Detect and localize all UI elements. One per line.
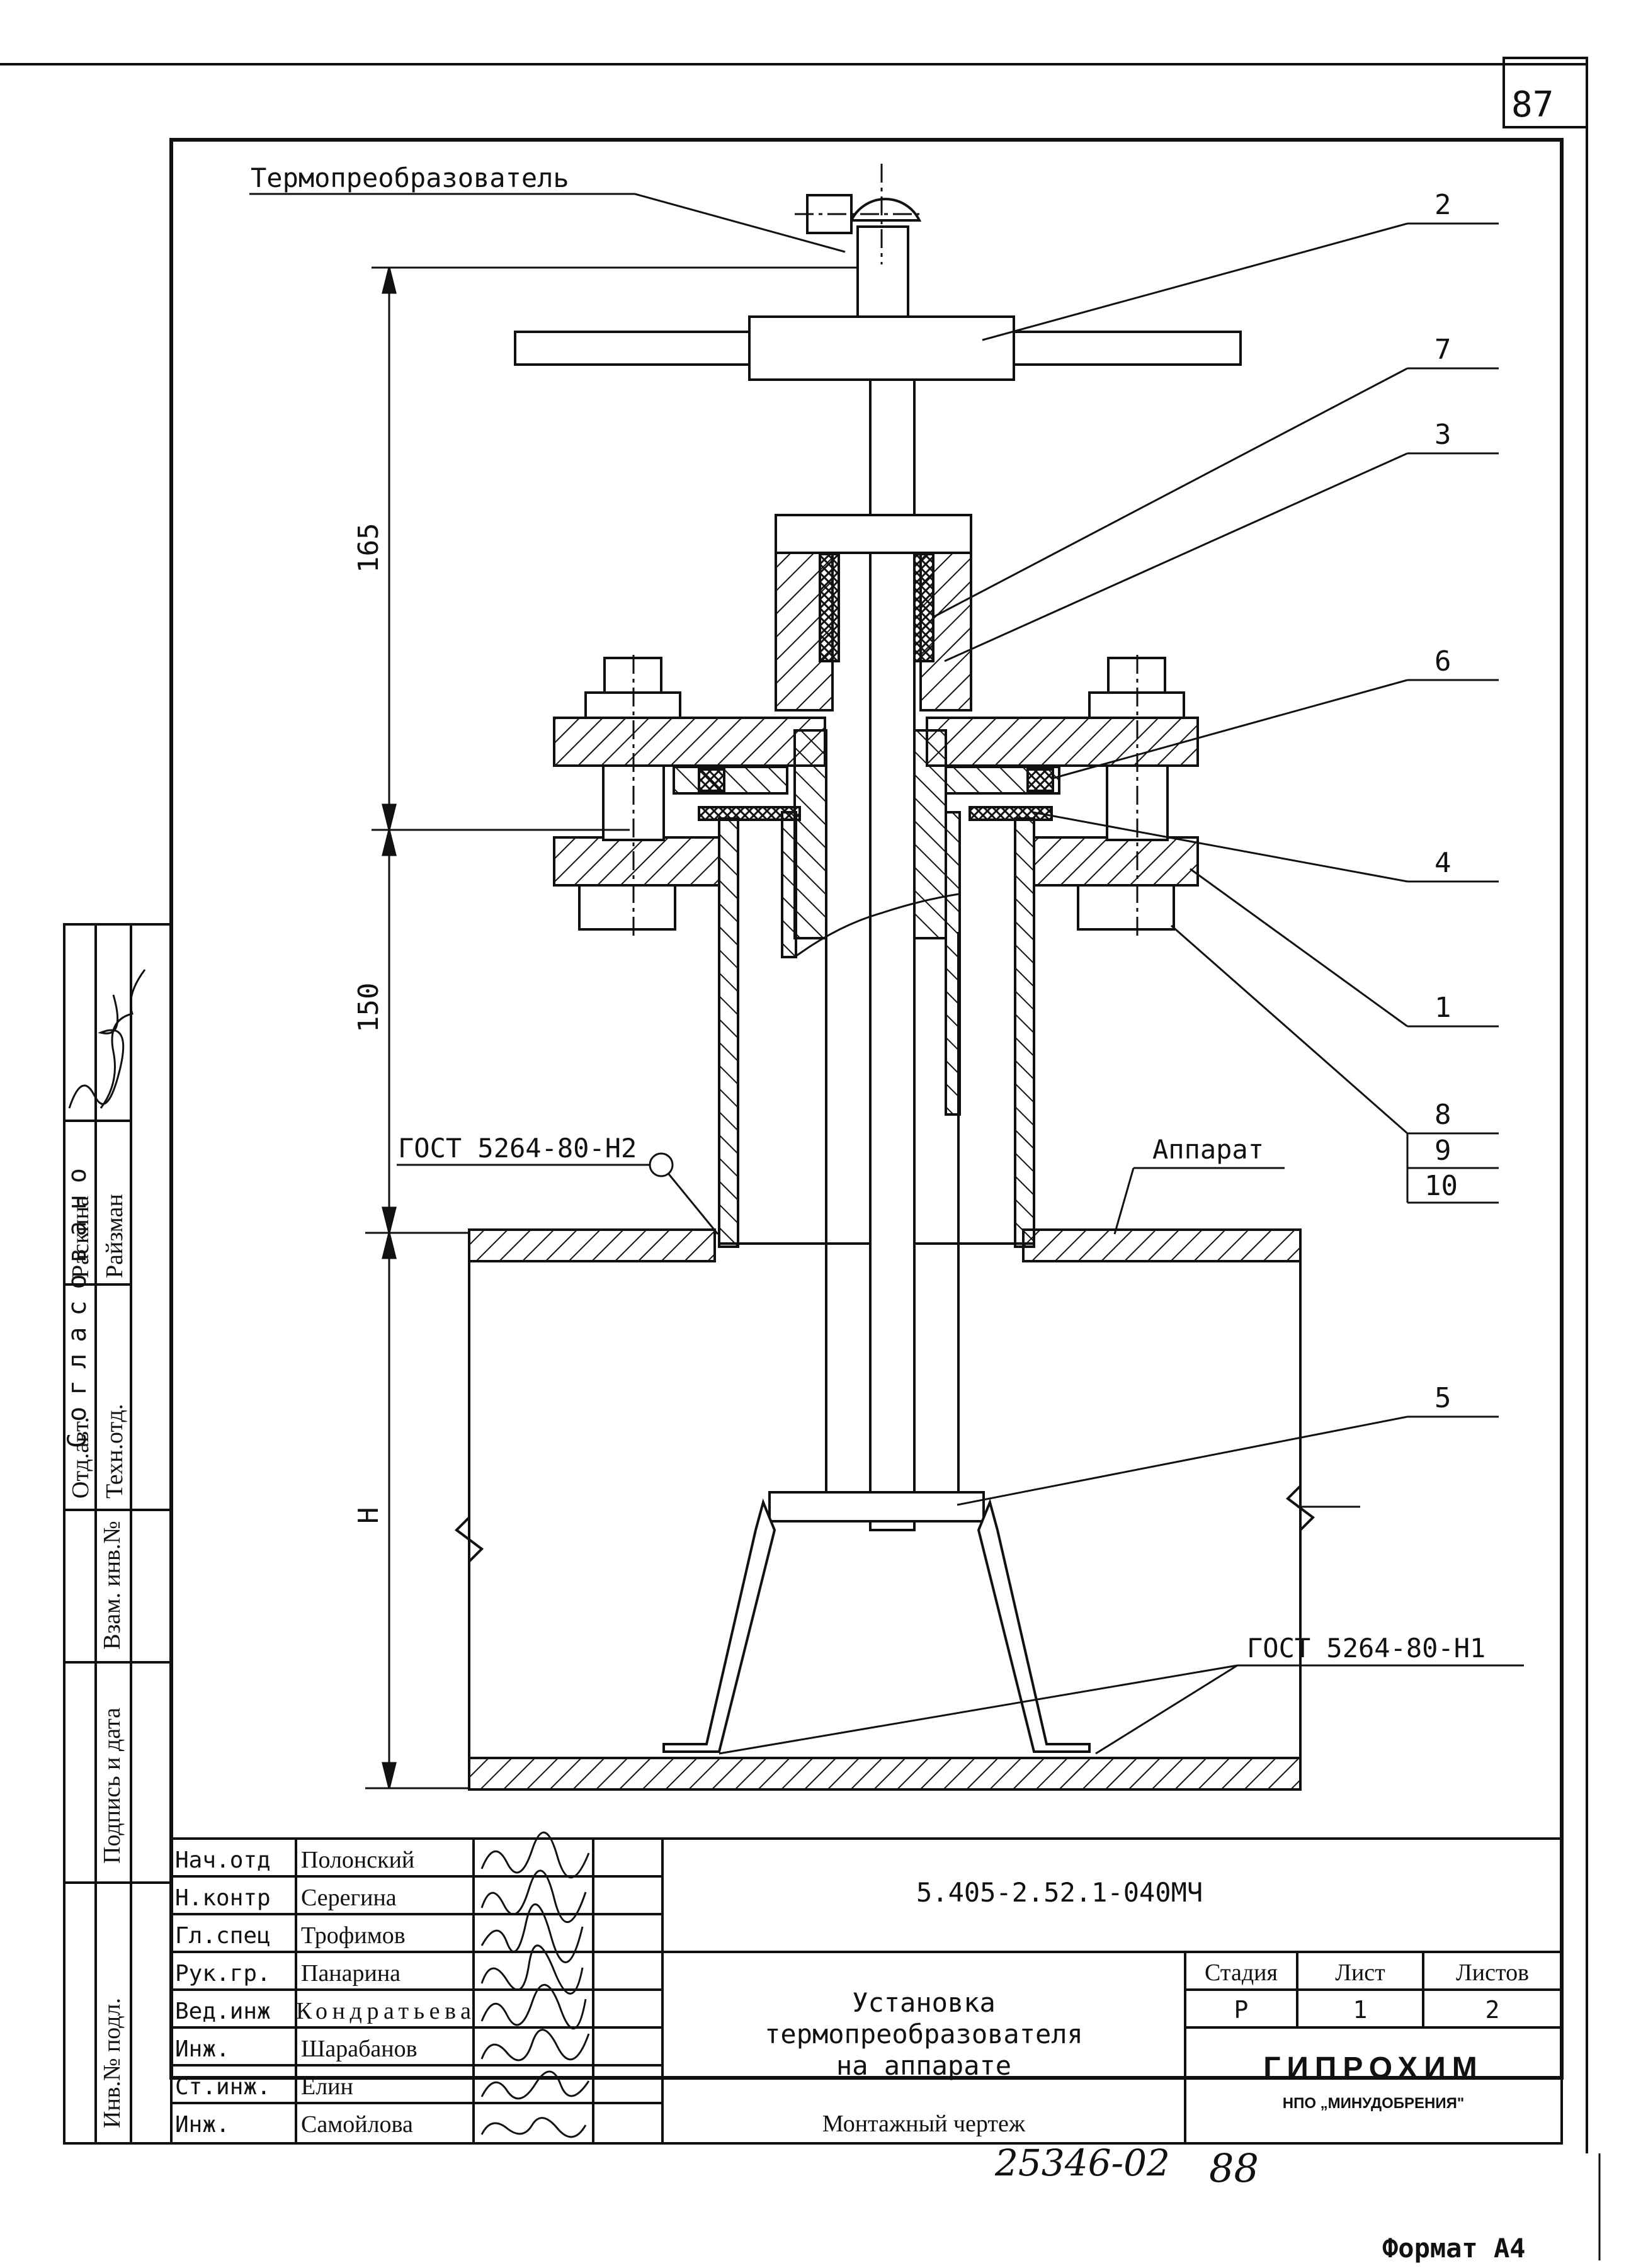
staff-role: Инж. (175, 2036, 230, 2062)
gasket-left (673, 766, 788, 795)
signature-1 (68, 994, 125, 1109)
callout-10: 10 (1424, 1170, 1458, 1202)
staff-role: Рук.гр. (175, 1961, 271, 1987)
gland-cap (775, 514, 972, 554)
staff-role: Ст.инж. (175, 2074, 271, 2100)
upper-flange-right (926, 717, 1199, 767)
drawing-labels: Термопреобразователь Аппарат ГОСТ 5264-8… (251, 162, 1485, 1664)
doc-title-line-2: термопреобразователя (764, 2019, 1083, 2050)
staff-name: Шарабанов (301, 2036, 418, 2062)
sheets-value: 2 (1485, 1996, 1500, 2024)
crossbar-hub (748, 315, 1015, 381)
org-name: ГИПРОХИМ (1263, 2051, 1484, 2085)
stamp-name-1: Раскина (67, 1196, 94, 1278)
staff-signatures (480, 1831, 590, 2138)
dim-150: 150 (353, 983, 385, 1033)
apparatus-label: Аппарат (1152, 1134, 1264, 1165)
org-sub: НПО „МИНУДОБРЕНИЯ" (1283, 2095, 1464, 2112)
staff-role: Инж. (175, 2112, 230, 2138)
doc-subtitle: Монтажный чертеж (822, 2111, 1026, 2137)
staff-name: Трофимов (301, 1922, 406, 1949)
sheets-header: Листов (1456, 1959, 1529, 1986)
stamp-header: Согласовано (63, 1157, 92, 1448)
doc-title-line-1: Установка (852, 1987, 996, 2018)
packing-right (913, 553, 934, 662)
staff-name: Кондратьева (296, 1998, 471, 2024)
nut-right-bottom (1077, 884, 1175, 931)
callout-7: 7 (1434, 334, 1451, 366)
stage-value: Р (1234, 1996, 1249, 2024)
staff-name: Панарина (301, 1960, 400, 1987)
staff-names: Полонский Серегина Трофимов Панарина Кон… (296, 1847, 471, 2138)
callout-6: 6 (1434, 645, 1451, 678)
title-block (170, 1837, 1563, 2145)
leader-lines (249, 193, 1524, 1755)
stamp-role-2: Техн.отд. (101, 1404, 128, 1499)
signature-2 (99, 969, 146, 1109)
stamp-field-inv: Инв.№ подл. (99, 1998, 125, 2128)
staff-name: Елин (301, 2073, 353, 2100)
staff-role: Вед.инж (175, 1999, 271, 2024)
sheet-value: 1 (1353, 1996, 1368, 2024)
nut-left-bottom (578, 884, 676, 931)
callout-4: 4 (1434, 847, 1451, 879)
staff-name: Самойлова (301, 2111, 413, 2138)
apparatus-wall-top-right (1022, 1228, 1302, 1262)
lower-flange-right (1033, 836, 1199, 887)
nozzle-wall-right (1014, 817, 1035, 1248)
staff-name: Полонский (301, 1847, 414, 1873)
callout-8: 8 (1434, 1099, 1451, 1131)
stamp-field-replace: Взам. инв.№ (99, 1521, 125, 1650)
staff-roles: Нач.отд Н.контр Гл.спец Рук.гр. Вед.инж … (175, 1847, 271, 2138)
sensor-rod (869, 377, 916, 1531)
callout-9: 9 (1434, 1135, 1451, 1167)
stamp-role-1: Отд.авт. (67, 1417, 94, 1499)
staff-name: Серегина (301, 1885, 397, 1911)
doc-title-line-3: на аппарате (836, 2050, 1011, 2081)
page-number: 87 (1511, 84, 1554, 125)
support-leg-left (662, 1498, 776, 1753)
sensor-head (849, 198, 922, 222)
side-stamp (63, 923, 173, 2145)
assembly-drawing (249, 164, 1524, 1791)
staff-role: Гл.спец (175, 1923, 271, 1949)
callout-5: 5 (1434, 1382, 1451, 1414)
callout-1: 1 (1434, 992, 1451, 1024)
apparatus-wall-top-left (468, 1228, 716, 1262)
staff-role: Нач.отд (175, 1847, 271, 1873)
title-block-text: Нач.отд Н.контр Гл.спец Рук.гр. Вед.инж … (175, 1831, 1529, 2138)
weld-label-top: ГОСТ 5264-80-Н2 (398, 1133, 637, 1164)
sensor-label: Термопреобразователь (251, 162, 569, 193)
weld-label-bottom: ГОСТ 5264-80-Н1 (1247, 1633, 1485, 1664)
stamp-name-2: Райзман (101, 1194, 128, 1278)
upper-flange-left (553, 717, 826, 767)
packing-left (819, 553, 840, 662)
lower-flange-left (553, 836, 720, 887)
callout-2: 2 (1434, 189, 1451, 221)
format-label: Формат А4 (1382, 2233, 1526, 2264)
support-collar (768, 1491, 985, 1522)
side-stamp-text: Согласовано Отд.авт. Техн.отд. Раскина Р… (63, 969, 146, 2128)
dim-165: 165 (353, 523, 385, 573)
dimension-lines (365, 266, 856, 1789)
archive-page: 88 (1209, 2145, 1259, 2191)
stamp-field-sign-date: Подпись и дата (99, 1708, 125, 1864)
dim-h: H (353, 1507, 385, 1524)
apparatus-wall-bottom (468, 1757, 1302, 1791)
sheet-header: Лист (1335, 1959, 1385, 1986)
stage-header: Стадия (1205, 1959, 1278, 1986)
callout-3: 3 (1434, 419, 1451, 451)
support-leg-right (977, 1498, 1091, 1753)
archive-number: 25346-02 (994, 2141, 1170, 2184)
doc-code: 5.405-2.52.1-040МЧ (916, 1877, 1203, 1908)
nozzle-wall-left (718, 817, 739, 1248)
staff-role: Н.контр (175, 1885, 271, 1911)
